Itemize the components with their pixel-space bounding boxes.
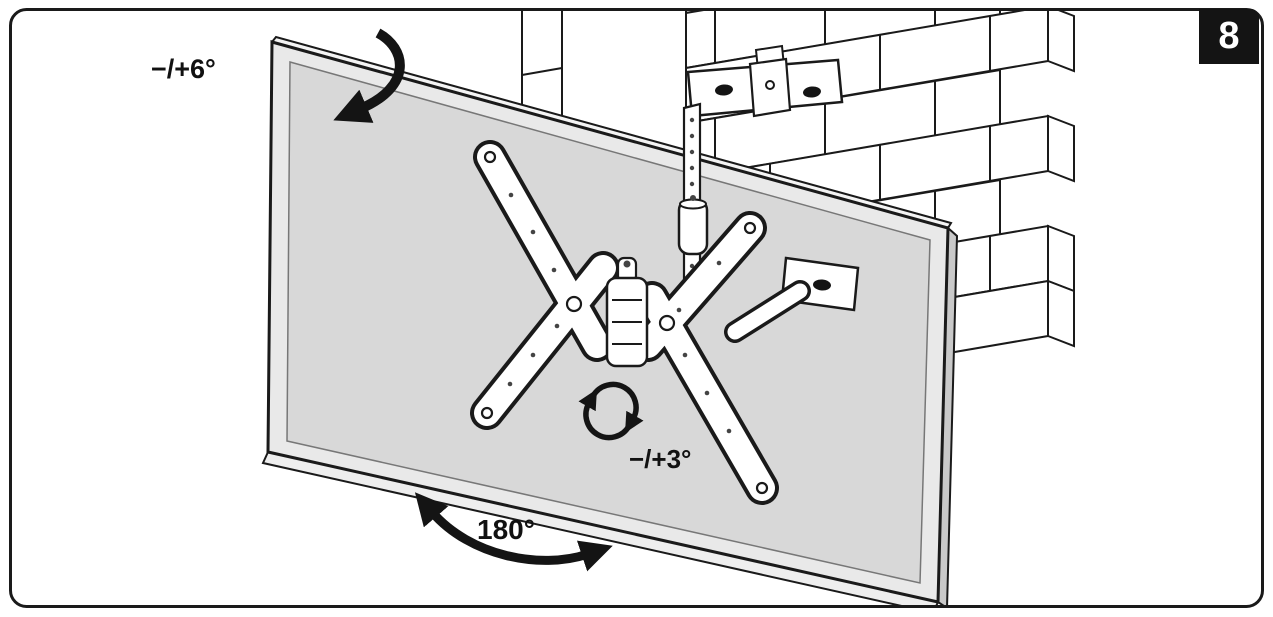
vesa-plates bbox=[470, 140, 811, 505]
swivel-arrow-icon bbox=[414, 492, 613, 572]
rotation-arrow-icon bbox=[578, 389, 632, 441]
plate-holes bbox=[480, 150, 769, 495]
screw-icon bbox=[813, 279, 831, 291]
wall-bracket-top bbox=[686, 44, 844, 118]
step-number-badge: 8 bbox=[1199, 9, 1259, 64]
pivot-cylinder bbox=[677, 195, 709, 256]
swivel-angle-label: 180° bbox=[477, 514, 535, 545]
motion-arrows bbox=[333, 28, 644, 572]
screw-icon bbox=[803, 86, 821, 98]
tilt-angle-label: −/+6° bbox=[151, 54, 216, 84]
center-hinge bbox=[605, 256, 649, 368]
wall-mount bbox=[470, 44, 860, 505]
tilt-arrow-icon bbox=[333, 28, 405, 123]
level-adjust-angle-label: −/+3° bbox=[629, 444, 692, 474]
screw-icon bbox=[715, 84, 733, 96]
rotation-arrow-icon bbox=[590, 381, 644, 433]
